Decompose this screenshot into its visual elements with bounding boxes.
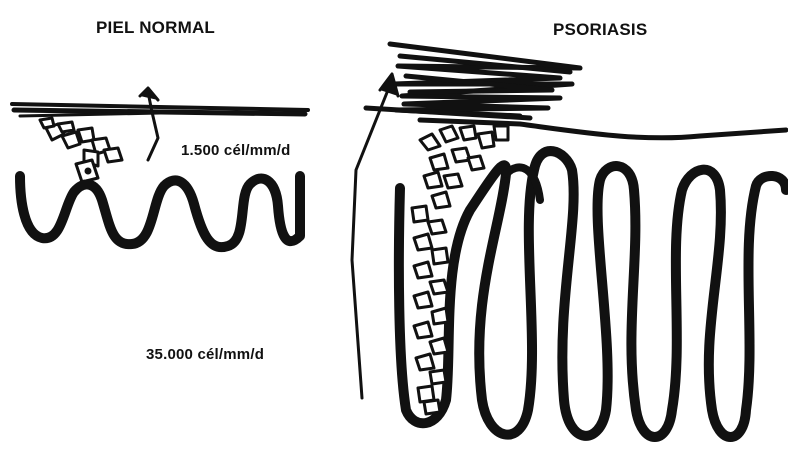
normal-dermal-papillae bbox=[20, 176, 300, 247]
psoriasis-title: PSORIASIS bbox=[553, 20, 647, 40]
normal-cells bbox=[40, 118, 122, 182]
psoriasis-rete-ridges bbox=[399, 151, 786, 437]
normal-transit-arrow bbox=[140, 88, 158, 160]
normal-skin-panel bbox=[12, 88, 308, 247]
psoriasis-transit-arrow bbox=[352, 74, 398, 398]
normal-corneum-layers bbox=[12, 104, 308, 116]
normal-skin-title: PIEL NORMAL bbox=[96, 18, 215, 38]
normal-rate-label: 1.500 cél/mm/d bbox=[181, 142, 291, 159]
psoriasis-scale-layers bbox=[366, 44, 580, 118]
psoriasis-rate-label: 35.000 cél/mm/d bbox=[146, 346, 264, 363]
psoriasis-panel bbox=[352, 44, 786, 437]
